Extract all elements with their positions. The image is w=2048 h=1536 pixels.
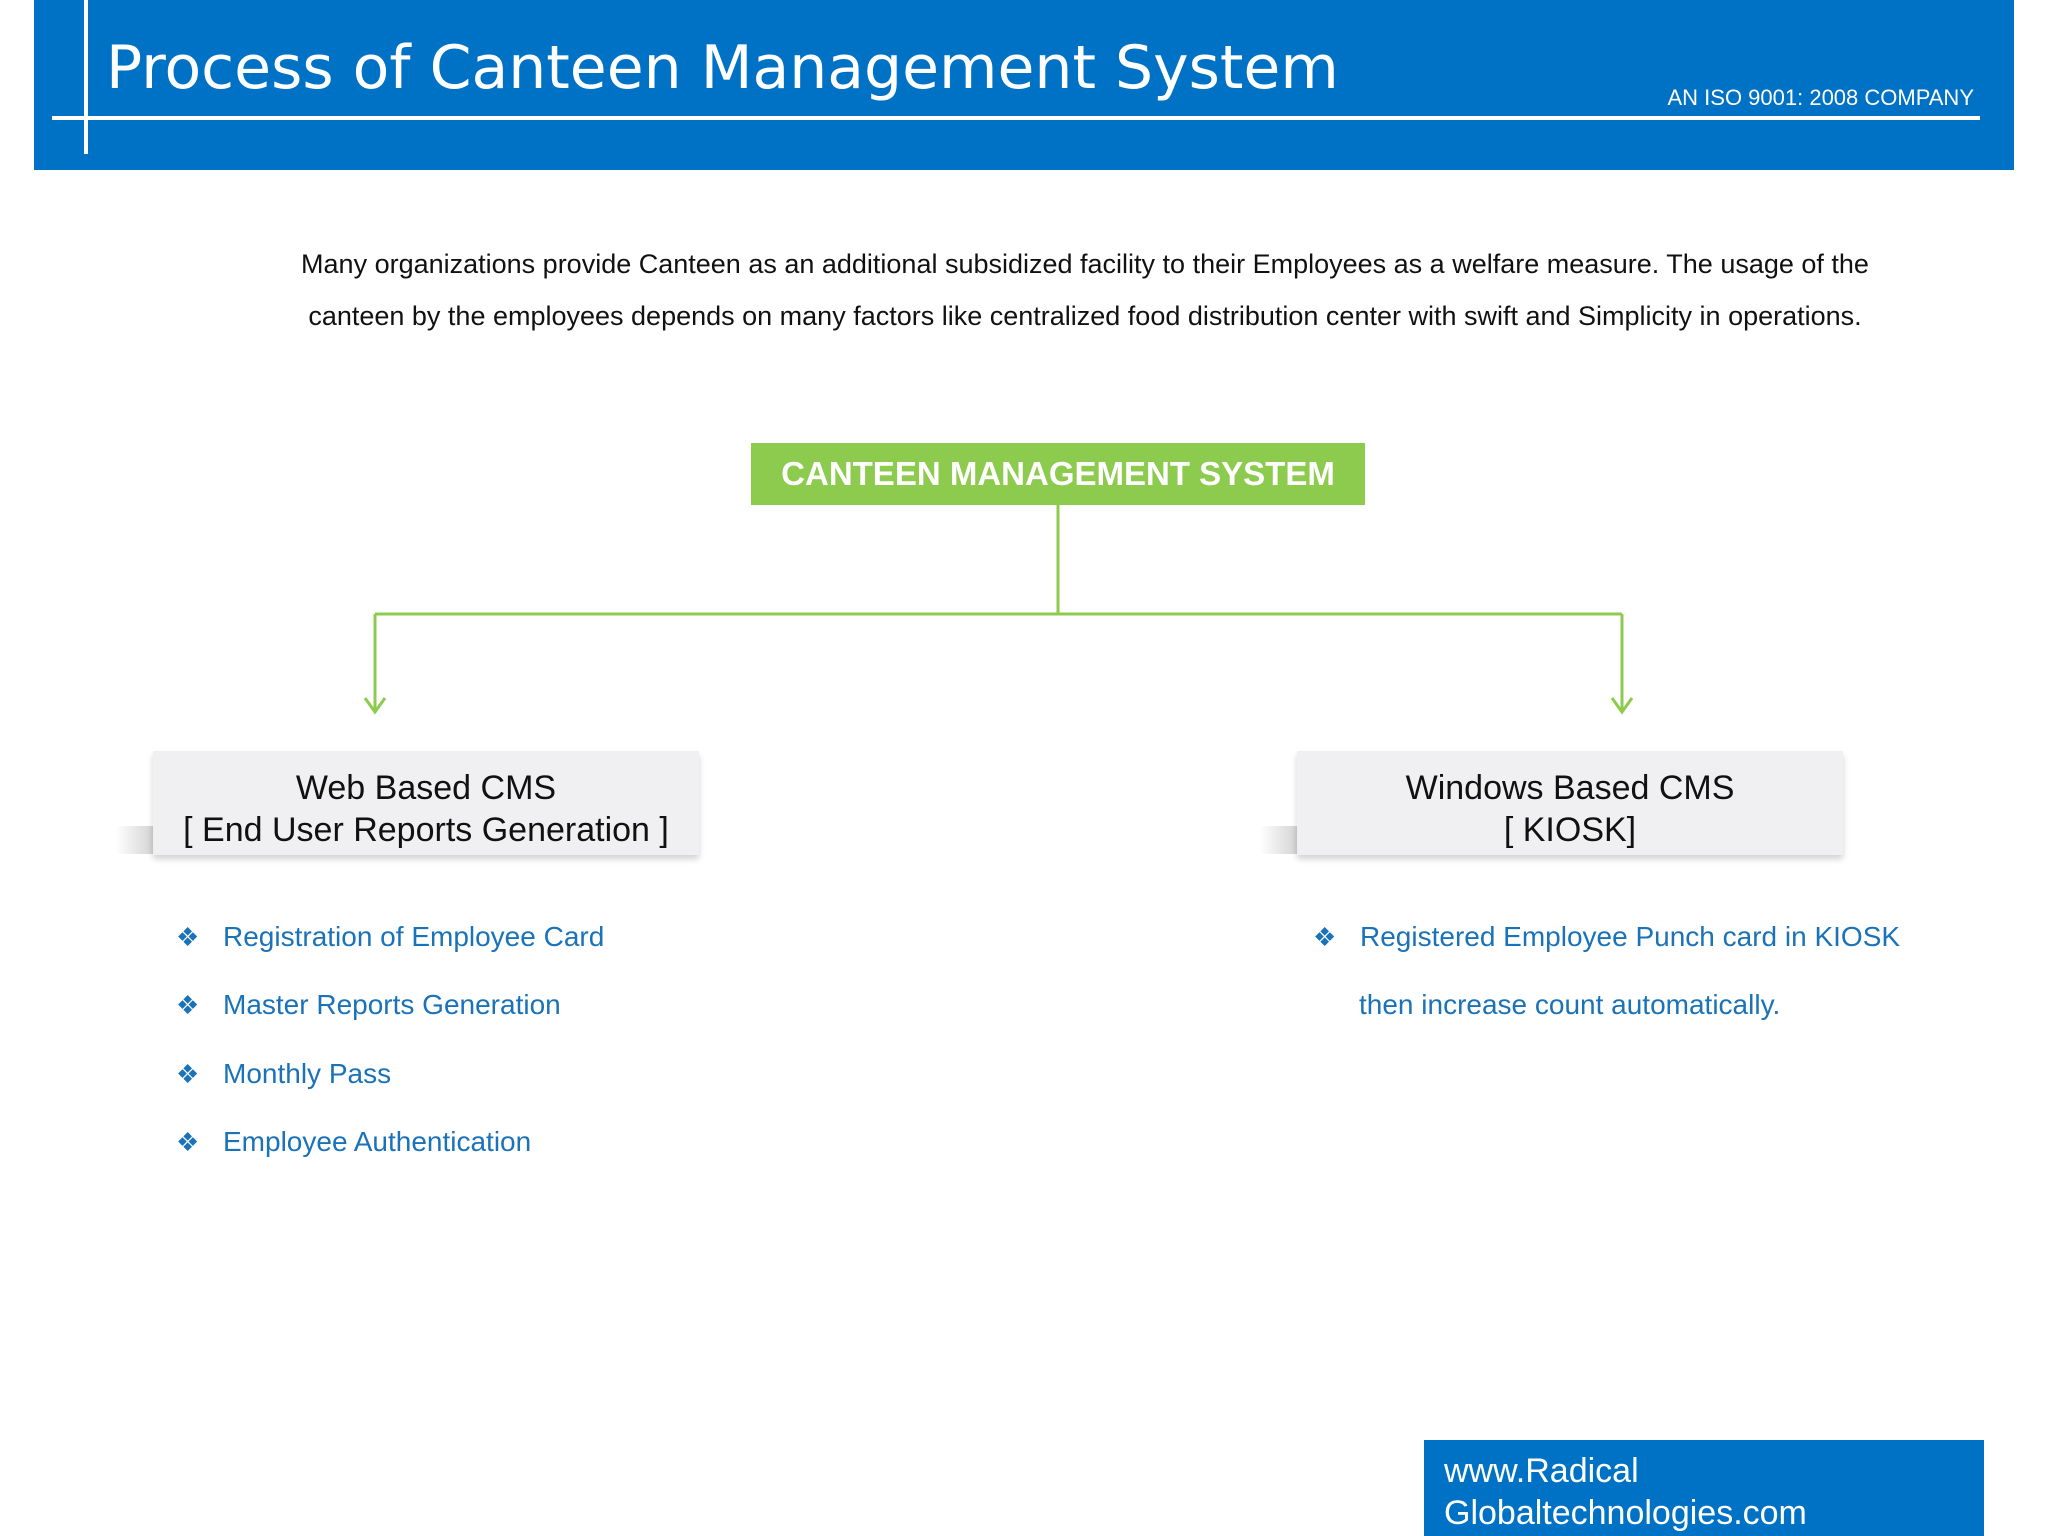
left-branch-title: Web Based CMS bbox=[295, 769, 557, 807]
header-horizontal-rule bbox=[52, 116, 1980, 120]
left-branch-subtitle: [ End User Reports Generation ] bbox=[183, 811, 669, 849]
right-branch-continuation: then increase count automatically. bbox=[1359, 989, 1781, 1020]
right-branch-box: Windows Based CMS [ KIOSK] bbox=[1297, 751, 1843, 855]
footer-website-line-2: Globaltechnologies.com bbox=[1444, 1494, 1807, 1532]
right-branch-title: Windows Based CMS bbox=[1405, 769, 1735, 807]
right-arrowhead bbox=[1610, 697, 1634, 715]
right-branch-subtitle: [ KIOSK] bbox=[1503, 811, 1637, 849]
bullet-diamond-icon: ❖ bbox=[176, 1059, 200, 1089]
bullet-diamond-icon: ❖ bbox=[176, 922, 200, 952]
bullet-diamond-icon: ❖ bbox=[176, 1127, 200, 1157]
intro-line-1: Many organizations provide Canteen as an… bbox=[301, 249, 1869, 279]
root-node-canteen-management-system: CANTEEN MANAGEMENT SYSTEM bbox=[751, 443, 1365, 505]
left-branch-shadow bbox=[116, 826, 156, 854]
left-branch-box: Web Based CMS [ End User Reports Generat… bbox=[153, 751, 699, 855]
bullet-diamond-icon: ❖ bbox=[1313, 922, 1337, 952]
bullet-diamond-icon: ❖ bbox=[176, 990, 200, 1020]
right-branch-shadow bbox=[1260, 826, 1300, 854]
left-arrowhead bbox=[363, 697, 387, 715]
intro-paragraph: Many organizations provide Canteen as an… bbox=[240, 238, 1930, 342]
footer-website-box: www.Radical Globaltechnologies.com bbox=[1424, 1440, 1984, 1536]
iso-tagline: AN ISO 9001: 2008 COMPANY bbox=[1667, 85, 1974, 110]
page-title: Process of Canteen Management System bbox=[106, 33, 1339, 103]
footer-website-line-1: www.Radical bbox=[1444, 1452, 1639, 1490]
header-vertical-rule bbox=[84, 0, 88, 154]
header-bar bbox=[34, 0, 2014, 170]
intro-line-2: canteen by the employees depends on many… bbox=[308, 301, 1862, 331]
